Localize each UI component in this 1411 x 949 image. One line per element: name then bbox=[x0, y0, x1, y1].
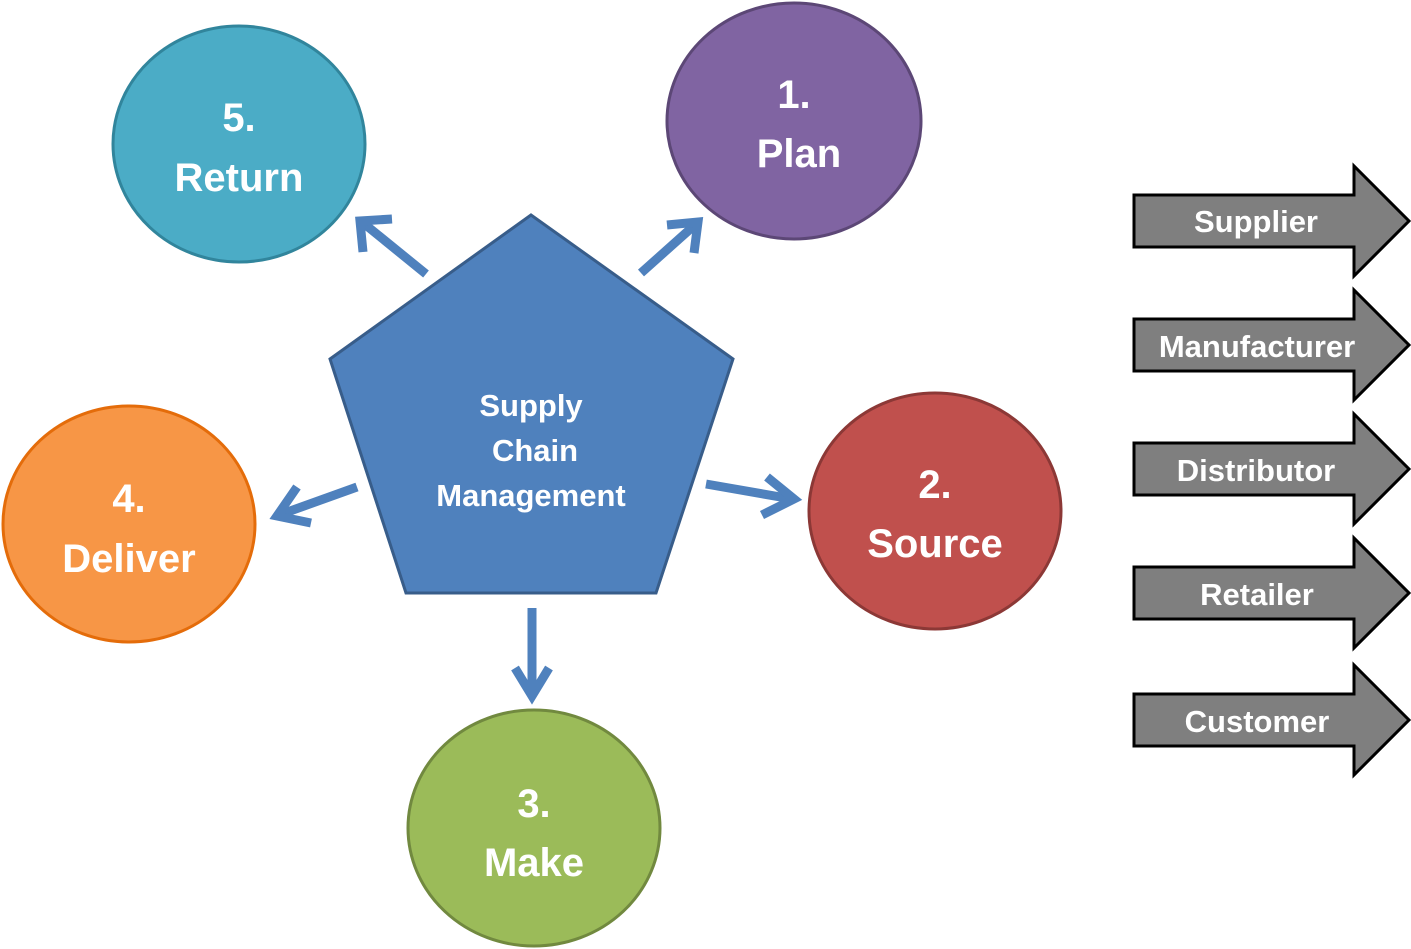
step-name: Plan bbox=[757, 132, 841, 176]
step-name: Make bbox=[484, 841, 584, 885]
stage-arrow-customer: Customer bbox=[1132, 661, 1411, 779]
center-label-line-2: Chain bbox=[492, 433, 578, 468]
step-circle bbox=[1, 404, 257, 644]
stage-arrow-distributor: Distributor bbox=[1132, 410, 1411, 528]
arrow-to-deliver bbox=[269, 482, 359, 528]
step-name: Source bbox=[867, 522, 1003, 566]
stage-arrow-retailer: Retailer bbox=[1132, 534, 1411, 652]
step-make: 3. Make bbox=[406, 708, 662, 948]
step-number: 3. bbox=[517, 782, 550, 826]
stage-label: Manufacturer bbox=[1159, 329, 1355, 364]
center-label-line-1: Supply bbox=[479, 388, 583, 423]
connectors bbox=[269, 214, 803, 705]
stage-arrow-shape bbox=[1132, 410, 1411, 528]
stage-arrow-manufacturer: Manufacturer bbox=[1132, 286, 1411, 404]
step-circle bbox=[406, 708, 662, 948]
step-number: 1. bbox=[777, 73, 810, 117]
step-plan: 1. Plan bbox=[665, 1, 923, 241]
chain-stages: Supplier Manufacturer Distributor Retail… bbox=[1132, 162, 1411, 779]
step-number: 2. bbox=[918, 463, 951, 507]
stage-arrow-supplier: Supplier bbox=[1132, 162, 1411, 280]
center-label-line-3: Management bbox=[436, 478, 625, 513]
stage-label: Retailer bbox=[1200, 577, 1314, 612]
step-name: Return bbox=[175, 156, 304, 200]
stage-arrow-shape bbox=[1132, 661, 1411, 779]
step-deliver: 4. Deliver bbox=[1, 404, 257, 644]
step-name: Deliver bbox=[62, 537, 195, 581]
arrow-to-source bbox=[705, 473, 803, 520]
stage-label: Supplier bbox=[1194, 204, 1318, 239]
center-pentagon: Supply Chain Management bbox=[328, 213, 735, 595]
stage-arrow-shape bbox=[1132, 286, 1411, 404]
step-circle bbox=[807, 391, 1063, 631]
step-number: 4. bbox=[112, 477, 145, 521]
arrow-to-plan bbox=[638, 216, 704, 277]
stage-label: Distributor bbox=[1177, 453, 1335, 488]
step-number: 5. bbox=[222, 96, 255, 140]
stage-label: Customer bbox=[1185, 704, 1330, 739]
step-return: 5. Return bbox=[111, 24, 367, 264]
arrow-to-make bbox=[511, 608, 553, 705]
arrow-to-return bbox=[355, 214, 429, 278]
step-circle bbox=[665, 1, 923, 241]
stage-arrow-shape bbox=[1132, 162, 1411, 280]
step-source: 2. Source bbox=[807, 391, 1063, 631]
pentagon-shape bbox=[328, 213, 735, 595]
step-circle bbox=[111, 24, 367, 264]
stage-arrow-shape bbox=[1132, 534, 1411, 652]
